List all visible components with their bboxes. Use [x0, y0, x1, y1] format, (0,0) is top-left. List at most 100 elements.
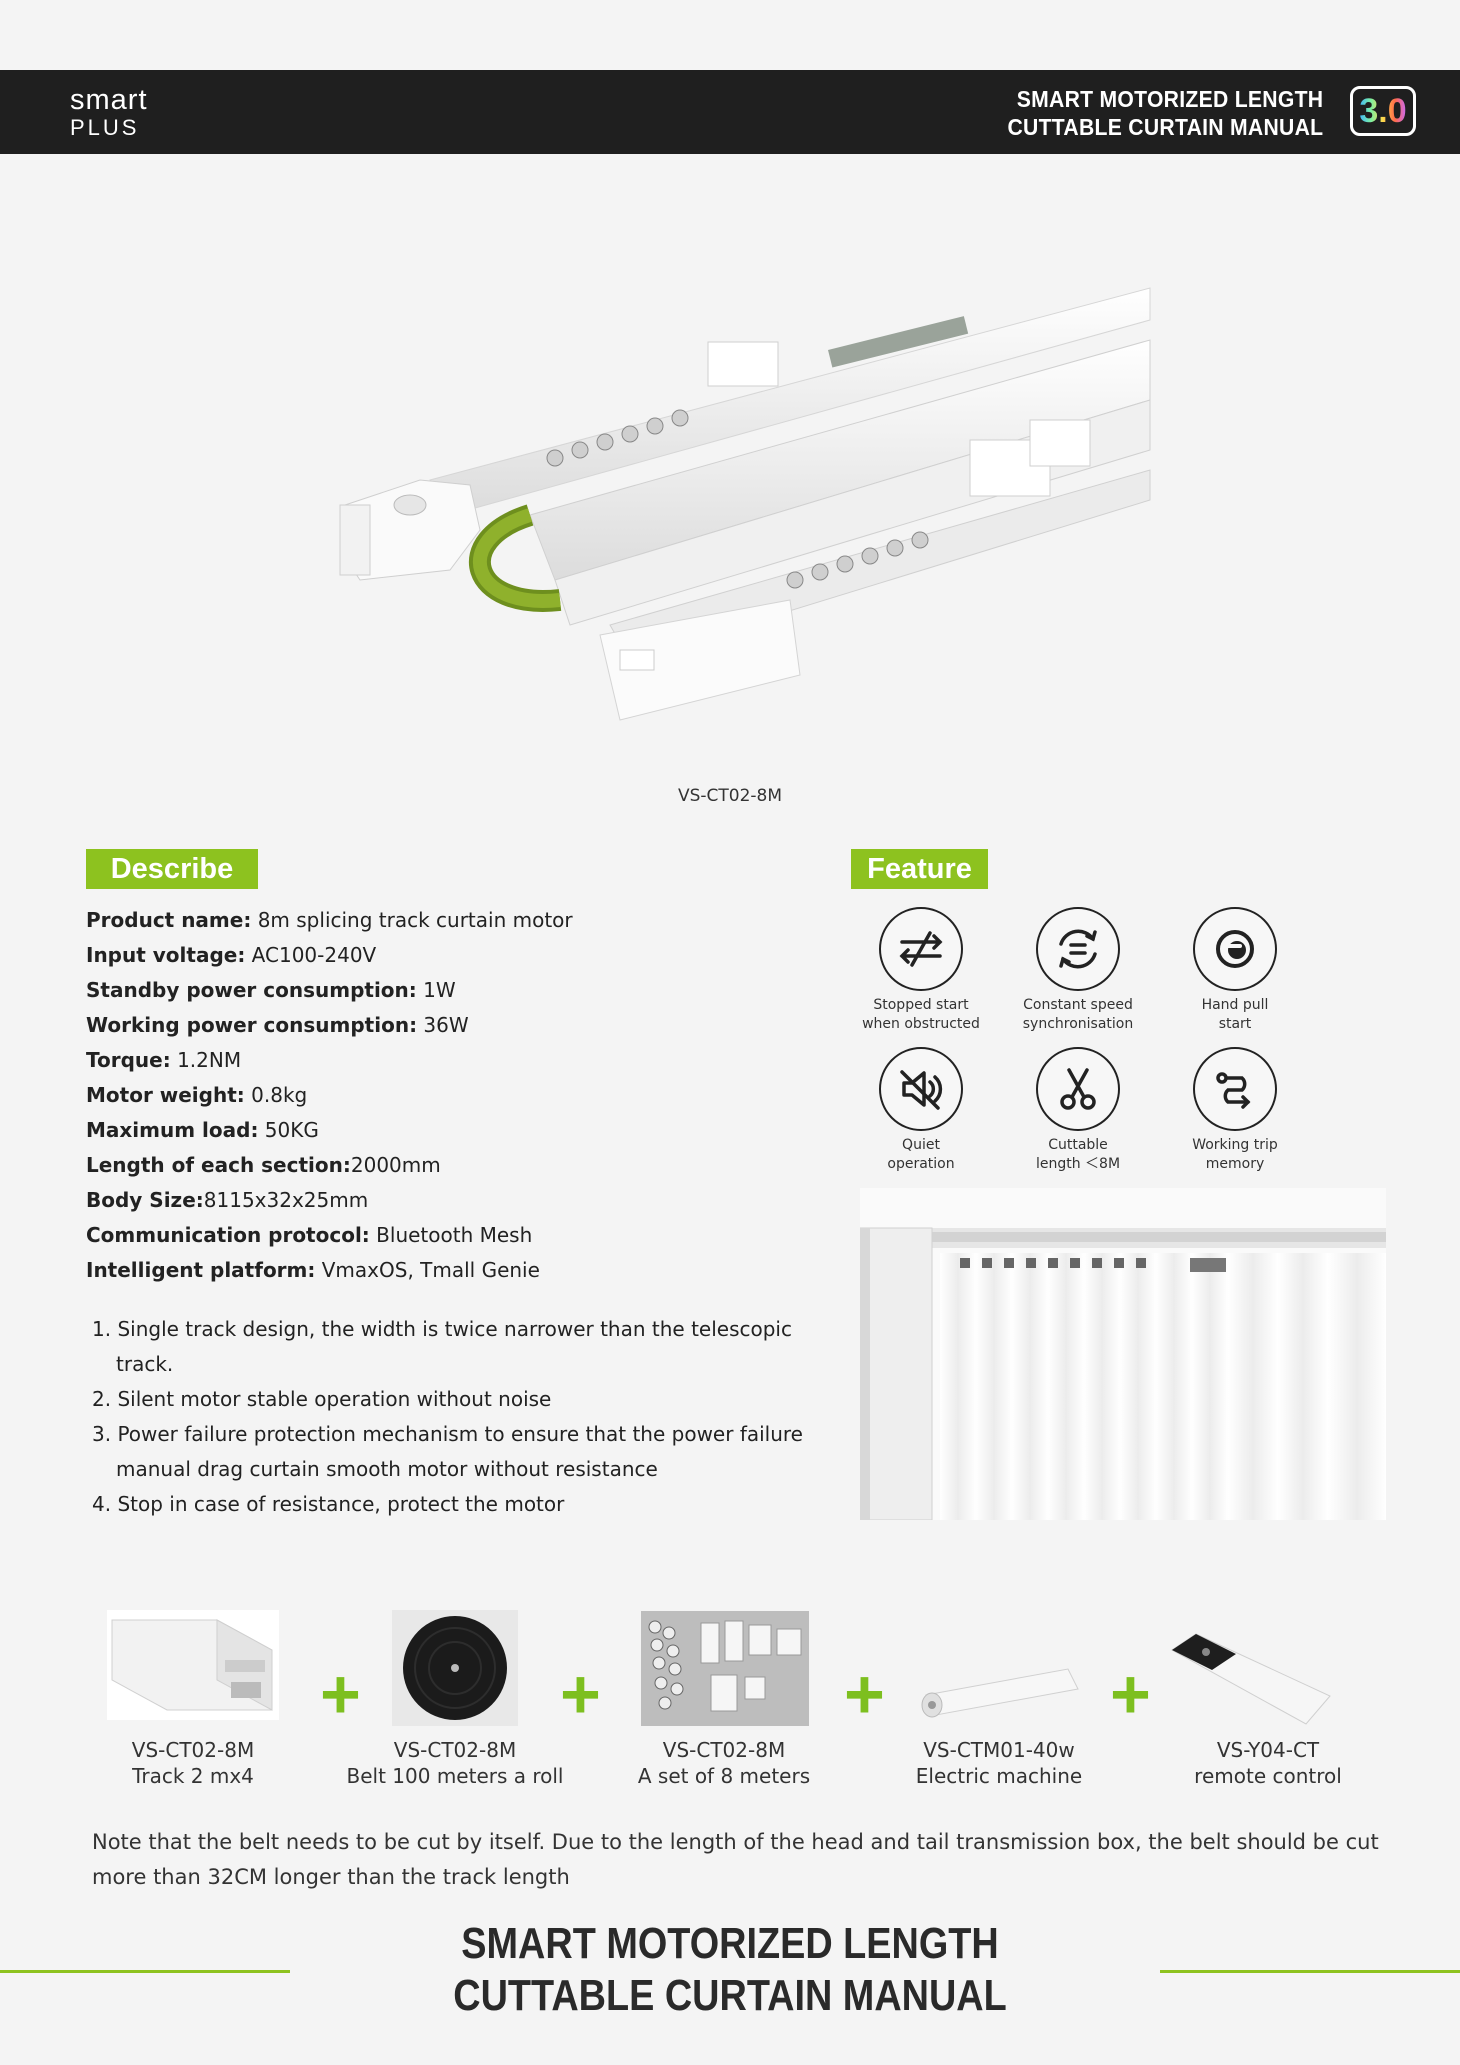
header-title: SMART MOTORIZED LENGTH CUTTABLE CURTAIN …: [1007, 85, 1323, 141]
plus-sign: +: [844, 1655, 885, 1733]
logo-line-2: PLUS: [70, 115, 140, 140]
scissors-icon: [1036, 1047, 1120, 1131]
spec-list: Product name: 8m splicing track curtain …: [86, 903, 806, 1288]
spec-value: 1.2NM: [170, 1048, 242, 1072]
spec-value: 8m splicing track curtain motor: [251, 908, 573, 932]
spec-label: Body Size:: [86, 1188, 204, 1212]
feature-trip-memory: Working trip memory: [1160, 1047, 1310, 1174]
header-title-line-1: SMART MOTORIZED LENGTH: [1016, 86, 1323, 112]
kit-description: remote control: [1194, 1764, 1342, 1788]
feature-label-line-1: Stopped start: [873, 997, 969, 1013]
feature-label-line-2: when obstructed: [862, 1016, 980, 1032]
feature-label-line-2: memory: [1205, 1156, 1265, 1172]
spec-item: Intelligent platform: VmaxOS, Tmall Geni…: [86, 1253, 806, 1288]
spec-label: Maximum load:: [86, 1118, 259, 1142]
kit-description: Electric machine: [915, 1764, 1083, 1788]
constant-speed-icon: [1036, 907, 1120, 991]
feature-label-line-2: synchronisation: [1022, 1016, 1134, 1032]
plus-sign: +: [1110, 1655, 1151, 1733]
spec-item: Length of each section:2000mm: [86, 1148, 806, 1183]
spec-value: 0.8kg: [244, 1083, 308, 1107]
trip-memory-icon: [1193, 1047, 1277, 1131]
spec-label: Length of each section:: [86, 1153, 351, 1177]
spec-label: Intelligent platform:: [86, 1258, 316, 1282]
feature-hand-pull: Hand pull start: [1160, 907, 1310, 1034]
spec-label: Product name:: [86, 908, 252, 932]
spec-value: 8115x32x25mm: [203, 1188, 369, 1212]
feature-label-line-2: start: [1218, 1016, 1252, 1032]
feature-notes-list: 1. Single track design, the width is twi…: [92, 1312, 832, 1522]
footer-rule-right: [1160, 1970, 1460, 1973]
feature-label-line-2: length ＜8M: [1035, 1156, 1121, 1172]
feature-label-line-1: Working trip: [1192, 1137, 1278, 1153]
footer-title: SMART MOTORIZED LENGTH CUTTABLE CURTAIN …: [102, 1918, 1358, 2022]
feature-label-line-1: Cuttable: [1048, 1137, 1108, 1153]
hand-pull-icon: [1193, 907, 1277, 991]
feature-label-line-1: Constant speed: [1023, 997, 1133, 1013]
version-badge: 3.0: [1350, 86, 1416, 136]
feature-label-line-1: Hand pull: [1201, 997, 1269, 1013]
installed-curtain-image: [860, 1188, 1386, 1520]
feature-cuttable: Cuttable length ＜8M: [1003, 1047, 1153, 1174]
version-text: 3.0: [1359, 92, 1407, 130]
spec-label: Communication protocol:: [86, 1223, 370, 1247]
spec-value: AC100-240V: [245, 943, 377, 967]
remote-control-image: [1171, 1633, 1331, 1725]
feature-stopped-start: Stopped start when obstructed: [846, 907, 996, 1034]
spec-value: VmaxOS, Tmall Genie: [315, 1258, 540, 1282]
kit-description: Belt 100 meters a roll: [346, 1764, 564, 1788]
kit-model: VS-Y04-CT: [1216, 1738, 1320, 1762]
header-title-line-2: CUTTABLE CURTAIN MANUAL: [1007, 114, 1323, 140]
note-item: 3. Power failure protection mechanism to…: [92, 1422, 803, 1481]
header-bar: smart PLUS SMART MOTORIZED LENGTH CUTTAB…: [0, 70, 1460, 154]
spec-item: Input voltage: AC100-240V: [86, 938, 806, 973]
spec-item: Torque: 1.2NM: [86, 1043, 806, 1078]
spec-item: Product name: 8m splicing track curtain …: [86, 903, 806, 938]
feature-constant-speed: Constant speed synchronisation: [1003, 907, 1153, 1034]
spec-value: Bluetooth Mesh: [369, 1223, 533, 1247]
spec-value: 1W: [416, 978, 456, 1002]
kit-model: VS-CT02-8M: [393, 1738, 517, 1762]
footer-title-line-1: SMART MOTORIZED LENGTH: [461, 1919, 999, 1968]
kit-item-track: VS-CT02-8M Track 2 mx4: [63, 1737, 323, 1789]
footer-rule-left: [0, 1970, 290, 1973]
feature-label-line-1: Quiet: [902, 1137, 940, 1153]
electric-motor-image: [921, 1668, 1079, 1718]
kit-item-motor: VS-CTM01-40w Electric machine: [869, 1737, 1129, 1789]
smart-plus-logo: smart PLUS: [70, 86, 148, 139]
logo-line-1: smart: [70, 84, 148, 116]
belt-roll-image: [392, 1610, 518, 1726]
kit-item-belt: VS-CT02-8M Belt 100 meters a roll: [325, 1737, 585, 1789]
quiet-icon: [879, 1047, 963, 1131]
spec-label: Standby power consumption:: [86, 978, 417, 1002]
footer-title-line-2: CUTTABLE CURTAIN MANUAL: [453, 1971, 1007, 2020]
plus-sign: +: [320, 1655, 361, 1733]
note-item: 2. Silent motor stable operation without…: [92, 1387, 552, 1411]
hero-caption: VS-CT02-8M: [677, 786, 783, 806]
spec-item: Motor weight: 0.8kg: [86, 1078, 806, 1113]
feature-quiet: Quiet operation: [846, 1047, 996, 1174]
note-item: 1. Single track design, the width is twi…: [92, 1317, 792, 1376]
feature-label-line-2: operation: [887, 1156, 955, 1172]
describe-heading: Describe: [86, 849, 258, 889]
kit-model: VS-CTM01-40w: [923, 1738, 1075, 1762]
feature-heading: Feature: [851, 849, 988, 889]
accessory-set-image: [641, 1611, 809, 1726]
kit-model: VS-CT02-8M: [662, 1738, 786, 1762]
spec-value: 2000mm: [350, 1153, 441, 1177]
kit-description: Track 2 mx4: [132, 1764, 254, 1788]
spec-item: Standby power consumption: 1W: [86, 973, 806, 1008]
spec-item: Communication protocol: Bluetooth Mesh: [86, 1218, 806, 1253]
track-product-image: [107, 1610, 279, 1720]
spec-label: Motor weight:: [86, 1083, 245, 1107]
spec-label: Input voltage:: [86, 943, 246, 967]
spec-label: Torque:: [86, 1048, 171, 1072]
kit-description: A set of 8 meters: [637, 1764, 811, 1788]
belt-cut-note: Note that the belt needs to be cut by it…: [92, 1830, 1379, 1889]
kit-item-remote: VS-Y04-CT remote control: [1138, 1737, 1398, 1789]
plus-sign: +: [560, 1655, 601, 1733]
spec-item: Body Size:8115x32x25mm: [86, 1183, 806, 1218]
kit-item-accessories: VS-CT02-8M A set of 8 meters: [594, 1737, 854, 1789]
spec-value: 50KG: [258, 1118, 319, 1142]
spec-label: Working power consumption:: [86, 1013, 418, 1037]
